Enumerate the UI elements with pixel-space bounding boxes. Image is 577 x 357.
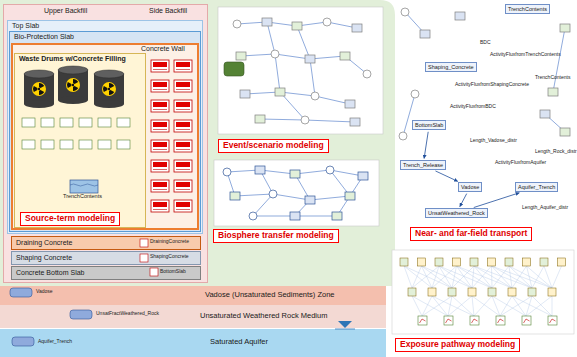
layer-name: Upper Backfill bbox=[44, 7, 87, 15]
flow-connector bbox=[474, 193, 520, 208]
element-name: TrenchContents bbox=[508, 6, 547, 12]
model-element: BottomSlab bbox=[412, 120, 446, 130]
exposure-icons bbox=[400, 258, 566, 325]
model-element: Vadose bbox=[458, 182, 482, 192]
green-ground bbox=[0, 0, 395, 286]
element-name: Aquifer_Trench bbox=[518, 184, 555, 190]
layer-name: Side Backfill bbox=[149, 7, 187, 15]
element-label: Length_Rock_distr bbox=[535, 149, 577, 155]
element-label: UnsatFractWeathered_Rock bbox=[96, 311, 159, 317]
transport-icons bbox=[399, 8, 570, 140]
model-element: Trench_Release bbox=[400, 160, 446, 170]
element-label: Length_Vadose_distr bbox=[470, 138, 517, 144]
section-title-text: Near- and far-field transport bbox=[415, 229, 527, 239]
flow-connector bbox=[460, 194, 467, 207]
exposure-panel bbox=[392, 250, 574, 334]
element-label: ShapingConcrete bbox=[150, 254, 189, 260]
flow-connector bbox=[435, 171, 457, 181]
icon-node: TrenchContents bbox=[62, 178, 103, 199]
model-element: TrenchContents bbox=[505, 4, 550, 14]
model-element: Aquifer_Trench bbox=[515, 182, 558, 192]
section-title: Biosphere transfer modeling bbox=[213, 229, 339, 243]
element-name: Vadose bbox=[461, 184, 479, 190]
water-table-line bbox=[335, 329, 355, 330]
layer-name: Draining Concrete bbox=[16, 239, 72, 247]
soil-band: Unsaturated Weathered Rock Medium bbox=[0, 305, 386, 328]
model-element: Shaping_Concrete bbox=[425, 62, 477, 72]
element-name: UnsatWeathered_Rock bbox=[428, 210, 485, 216]
event-panel bbox=[218, 7, 383, 134]
soil-band: Vadose (Unsaturated Sediments) Zone bbox=[0, 286, 386, 305]
section-title-text: Biosphere transfer modeling bbox=[218, 231, 334, 241]
layer-name: Shaping Concrete bbox=[16, 254, 72, 262]
element-label: ActivityFluxfromTrenchContents bbox=[490, 52, 561, 58]
element-label: Length_Aquifer_distr bbox=[522, 205, 568, 211]
layer-name: Waste Drums w/Concrete Filling bbox=[19, 55, 126, 63]
section-title: Source-term modeling bbox=[20, 212, 120, 226]
section-title: Exposure pathway modeling bbox=[395, 338, 520, 352]
layer-name: Bio-Protection Slab bbox=[14, 33, 74, 41]
source-cells bbox=[151, 60, 192, 212]
wall-region: Source-term modeling TrenchContents Waste … bbox=[11, 43, 199, 230]
element-label: Aquifer_Trench bbox=[38, 339, 72, 345]
element-label: BDC bbox=[480, 40, 491, 46]
element-name: BottomSlab bbox=[415, 122, 443, 128]
biosphere-panel bbox=[214, 160, 379, 226]
element-name: TrenchContents bbox=[63, 193, 102, 199]
layer-name: Saturated Aquifer bbox=[210, 338, 268, 347]
section-title-text: Exposure pathway modeling bbox=[400, 340, 515, 350]
layer-name: Concrete Wall bbox=[141, 45, 185, 53]
element-label: BottomSlab bbox=[160, 269, 186, 275]
biosphere-icons bbox=[223, 166, 368, 220]
layer-name: Top Slab bbox=[12, 22, 39, 30]
section-title-text: Source-term modeling bbox=[25, 214, 115, 224]
element-label: DrainingConcrete bbox=[150, 239, 189, 245]
event-icons bbox=[224, 18, 371, 126]
layer-name: Vadose (Unsaturated Sediments) Zone bbox=[205, 291, 335, 300]
section-title: Event/scenario modeling bbox=[218, 139, 329, 153]
waste-drums bbox=[22, 66, 130, 149]
slab-layer: Source-term modeling TrenchContents Waste … bbox=[7, 20, 203, 234]
element-label: ActivityFluxfromShapingConcrete bbox=[455, 82, 529, 88]
water-table-symbol bbox=[338, 321, 352, 328]
section-title-text: Event/scenario modeling bbox=[223, 141, 324, 151]
model-element: UnsatWeathered_Rock bbox=[425, 208, 488, 218]
element-label: ActivityFluxfromAquifer bbox=[495, 160, 546, 166]
tank-icon bbox=[70, 180, 98, 193]
slab-layer: Source-term modeling TrenchContents Waste … bbox=[9, 31, 201, 232]
pipe-icons bbox=[10, 288, 92, 346]
layer-name: Unsaturated Weathered Rock Medium bbox=[200, 312, 327, 321]
element-label: Vadose bbox=[36, 289, 53, 295]
waste-region: Source-term modeling TrenchContents Waste … bbox=[14, 53, 146, 228]
element-label: TrenchContents bbox=[535, 75, 570, 81]
section-title: Near- and far-field transport bbox=[410, 227, 532, 241]
flow-connector bbox=[424, 132, 428, 159]
element-name: Trench_Release bbox=[403, 162, 443, 168]
element-name: Shaping_Concrete bbox=[428, 64, 474, 70]
element-label: ActivityFluxfromBDC bbox=[450, 104, 496, 110]
layer-name: Concrete Bottom Slab bbox=[16, 269, 84, 277]
